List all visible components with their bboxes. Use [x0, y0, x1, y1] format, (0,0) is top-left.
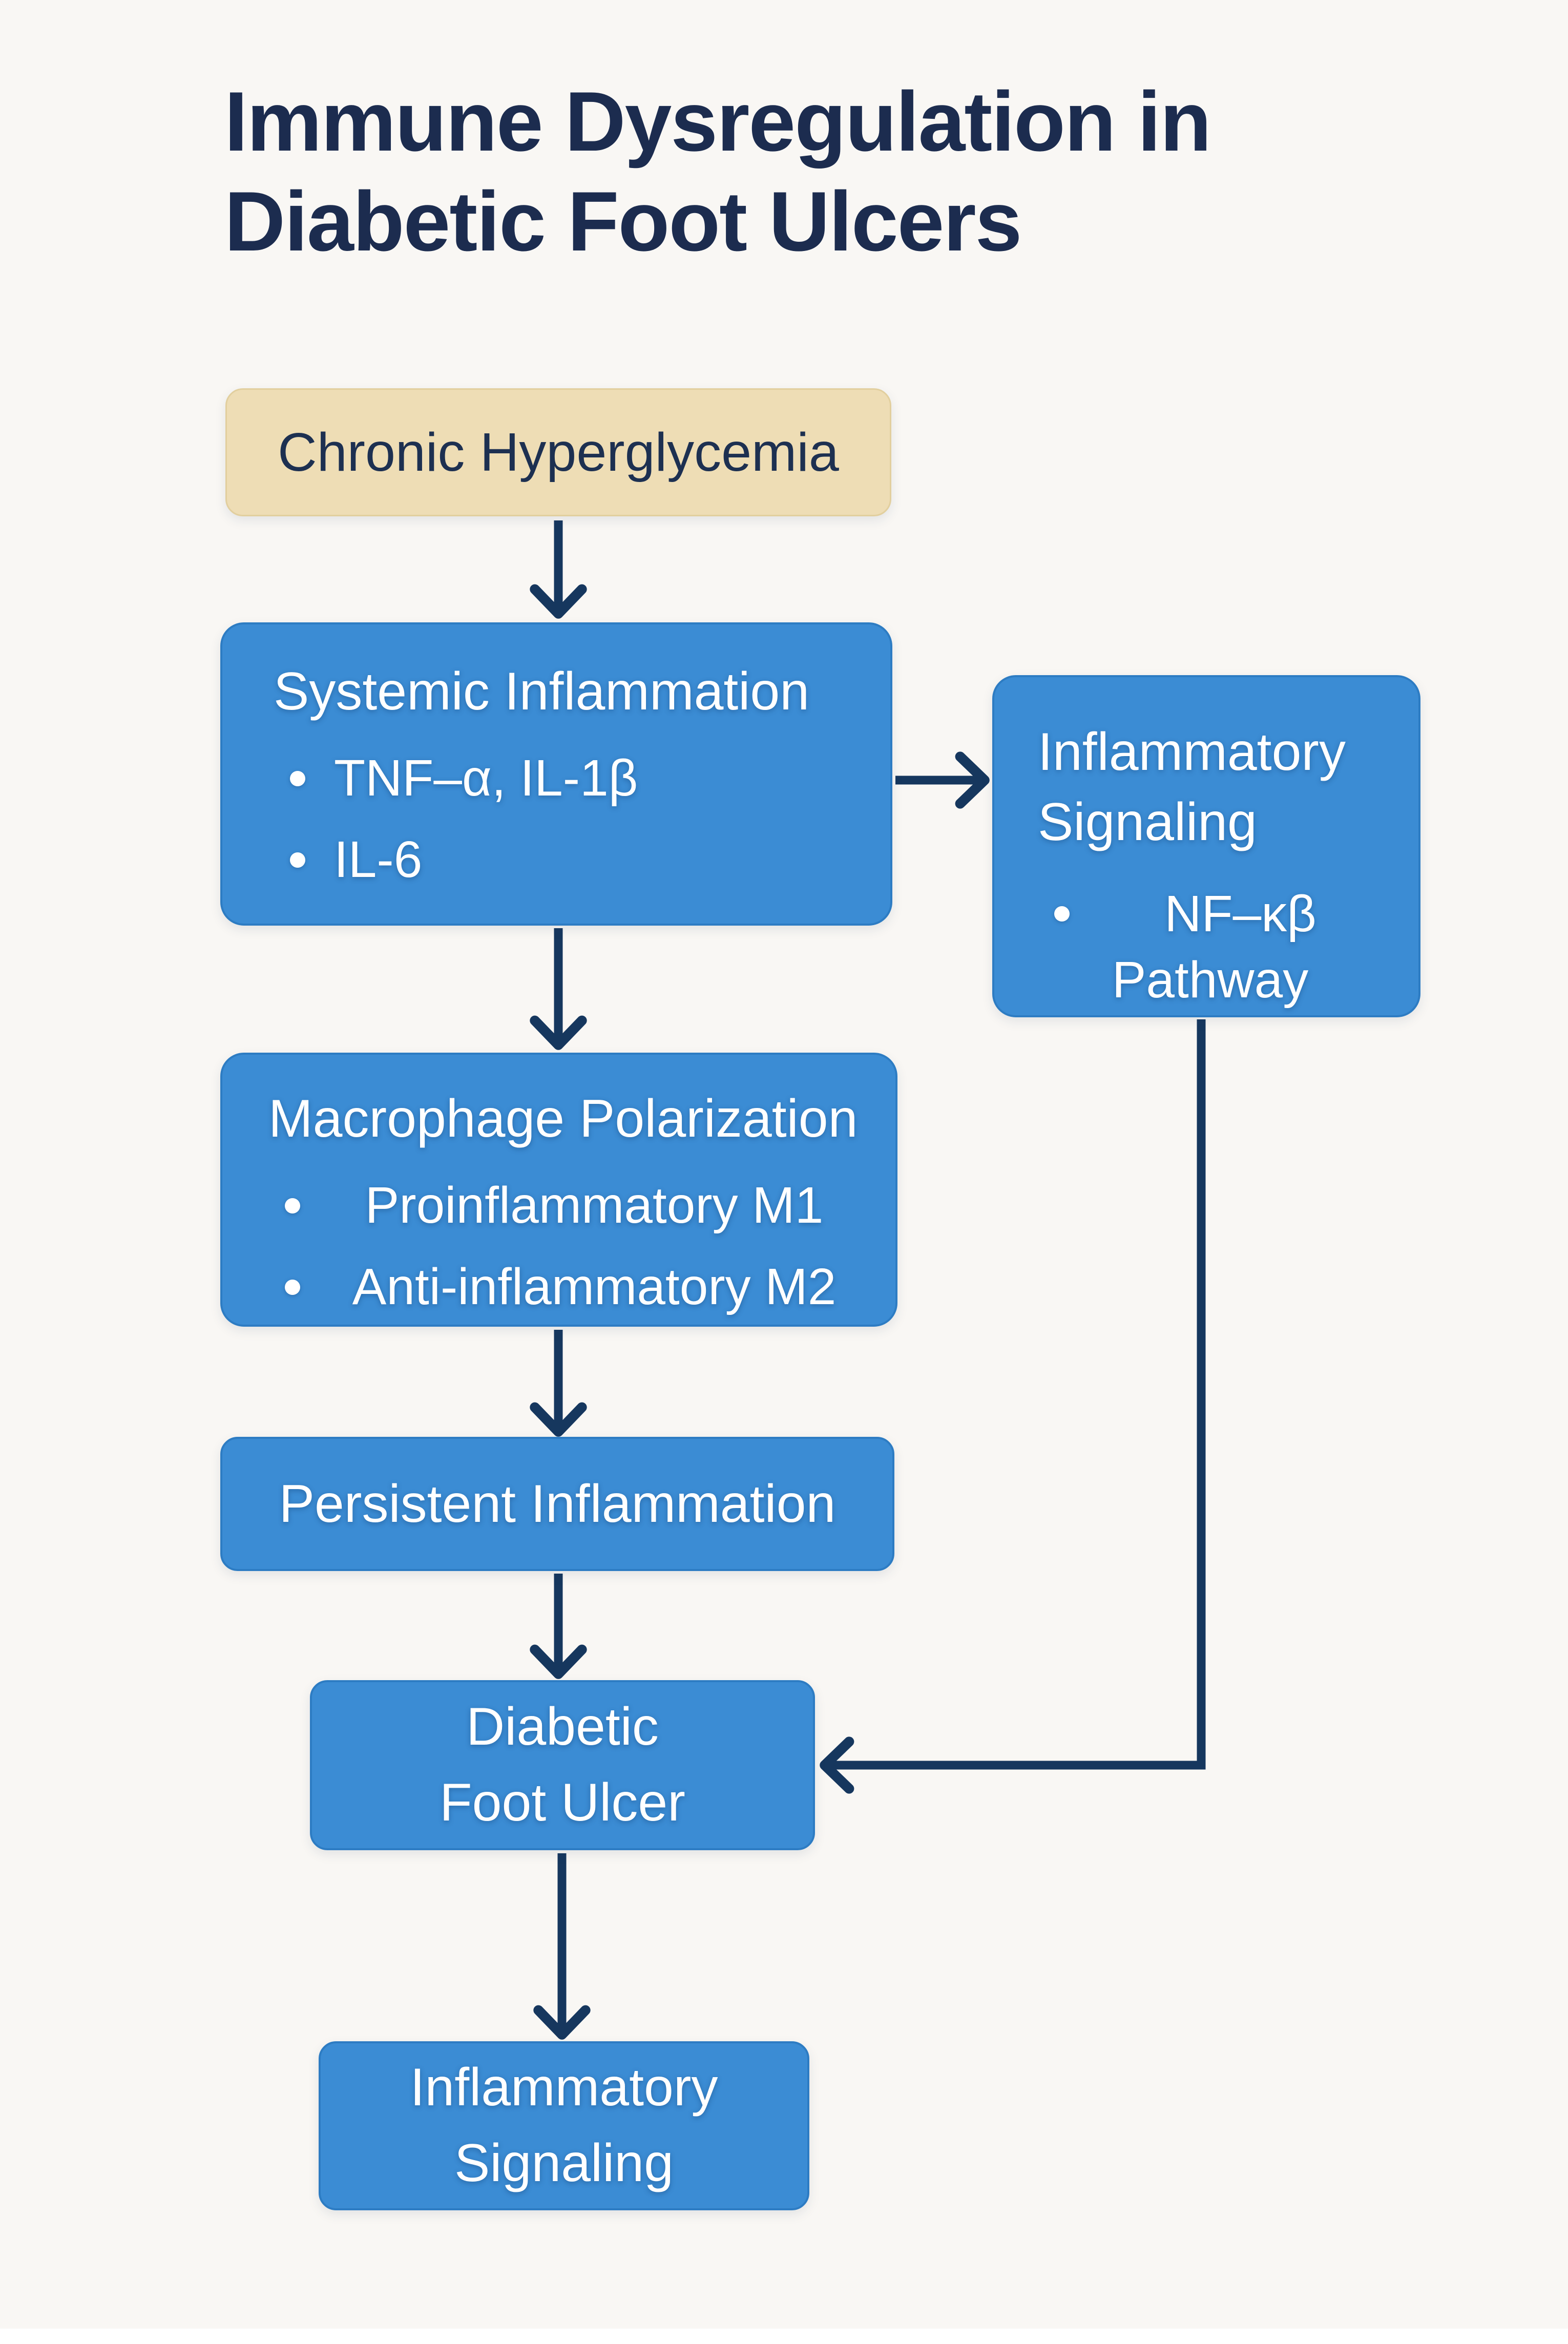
macrophage-bullet-1: Proinflammatory M1	[365, 1177, 824, 1234]
node-diabetic-foot-ulcer: Diabetic Foot Ulcer	[310, 1680, 815, 1850]
list-item: Anti-inflammatory M2	[268, 1258, 860, 1316]
node-macrophage-polarization-title: Macrophage Polarization	[268, 1089, 858, 1148]
node-inflammatory-signaling-side-title-line1: Inflammatory	[1038, 722, 1346, 782]
bullet-dot-icon	[290, 770, 305, 786]
bullet-dot-icon	[285, 1198, 300, 1213]
node-diabetic-foot-ulcer-line2: Foot Ulcer	[440, 1773, 685, 1832]
page-title-line1: Immune Dysregulation in	[224, 74, 1211, 169]
node-chronic-hyperglycemia: Chronic Hyperglycemia	[225, 388, 891, 516]
signaling-side-bullet-continued: Pathway	[1112, 951, 1309, 1009]
systemic-bullet-list: TNF–α, IL-1β IL-6	[274, 749, 849, 889]
node-diabetic-foot-ulcer-line1: Diabetic	[466, 1697, 659, 1757]
node-inflammatory-signaling-side-title: Inflammatory Signaling	[1038, 717, 1383, 858]
page-title-line2: Diabetic Foot Ulcers	[224, 174, 1022, 268]
list-item: IL-6	[274, 830, 849, 889]
signaling-side-bullet-list: NF–κβ Pathway	[1038, 885, 1383, 1010]
bottom-white-strip	[0, 2329, 1568, 2344]
macrophage-bullet-2: Anti-inflammatory M2	[352, 1258, 837, 1315]
systemic-bullet-1: TNF–α, IL-1β	[334, 749, 638, 807]
list-item: NF–κβ	[1038, 885, 1383, 944]
list-item: Proinflammatory M1	[268, 1176, 860, 1235]
node-systemic-inflammation-title: Systemic Inflammation	[274, 662, 810, 721]
list-item: TNF–α, IL-1β	[274, 749, 849, 808]
node-inflammatory-signaling-side-title-line2: Signaling	[1038, 792, 1257, 852]
node-systemic-inflammation: Systemic Inflammation TNF–α, IL-1β IL-6	[220, 622, 892, 926]
page-title: Immune Dysregulation in Diabetic Foot Ul…	[224, 72, 1351, 271]
macrophage-bullet-list: Proinflammatory M1 Anti-inflammatory M2	[268, 1176, 860, 1316]
node-inflammatory-signaling-bottom: Inflammatory Signaling	[319, 2041, 809, 2210]
bullet-dot-icon	[285, 1279, 300, 1295]
node-inflammatory-signaling-bottom-line1: Inflammatory	[410, 2058, 718, 2118]
bullet-dot-icon	[290, 852, 305, 868]
systemic-bullet-2: IL-6	[334, 831, 423, 888]
node-inflammatory-signaling-side: Inflammatory Signaling NF–κβ Pathway	[992, 675, 1420, 1017]
node-macrophage-polarization: Macrophage Polarization Proinflammatory …	[220, 1053, 897, 1327]
signaling-side-bullet: NF–κβ	[1164, 885, 1316, 943]
node-inflammatory-signaling-bottom-line2: Signaling	[454, 2133, 674, 2193]
node-chronic-hyperglycemia-label: Chronic Hyperglycemia	[278, 422, 839, 483]
node-persistent-inflammation: Persistent Inflammation	[220, 1437, 894, 1571]
bullet-dot-icon	[1054, 906, 1070, 922]
node-persistent-inflammation-label: Persistent Inflammation	[279, 1474, 836, 1534]
